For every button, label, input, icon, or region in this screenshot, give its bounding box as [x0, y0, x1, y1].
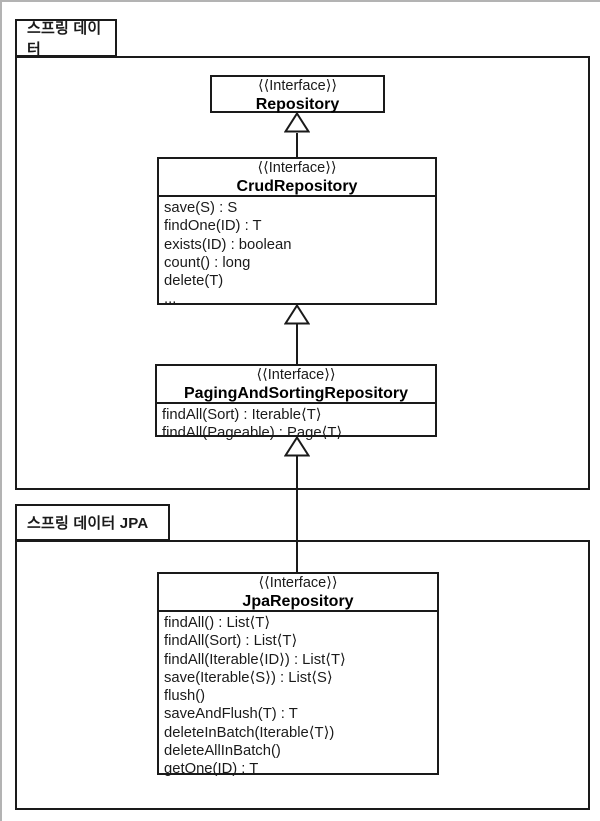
- method-item: exists(ID) : boolean: [164, 236, 292, 253]
- connector-line-jpa-to-pas: [296, 456, 298, 573]
- generalization-arrow-icon: [284, 304, 310, 325]
- method-item: findAll(Pageable) : Page⟨T⟩: [162, 425, 343, 442]
- class-header: ⟨⟨Interface⟩⟩ CrudRepository: [159, 159, 435, 197]
- class-name: CrudRepository: [236, 177, 358, 195]
- method-item: findAll() : List⟨T⟩: [164, 615, 271, 631]
- stereotype-label: ⟨⟨Interface⟩⟩: [258, 575, 338, 591]
- class-name: Repository: [255, 95, 340, 113]
- package-tab-spring-data: 스프링 데이터: [15, 19, 117, 58]
- stereotype-label: ⟨⟨Interface⟩⟩: [256, 367, 336, 383]
- method-item: findAll(Sort) : Iterable⟨T⟩: [162, 407, 322, 423]
- method-item: findAll(Sort) : List⟨T⟩: [164, 633, 298, 650]
- method-item: deleteInBatch(Iterable⟨T⟩): [164, 724, 335, 741]
- package-label-spring-data: 스프링 데이터: [27, 20, 102, 58]
- method-item: flush(): [164, 688, 206, 705]
- method-item: ...: [164, 291, 177, 308]
- method-list: findAll(Sort) : Iterable⟨T⟩ findAll(Page…: [157, 404, 435, 445]
- method-item: getOne(ID) : T: [164, 761, 259, 778]
- method-item: findAll(Iterable⟨ID⟩) : List⟨T⟩: [164, 651, 346, 668]
- package-label-spring-data-jpa: 스프링 데이터 JPA: [27, 515, 149, 532]
- connector-line-crud-to-repository: [296, 133, 298, 158]
- generalization-arrow-icon: [284, 112, 310, 133]
- class-name: PagingAndSortingRepository: [184, 384, 408, 402]
- class-name: JpaRepository: [242, 592, 354, 610]
- method-item: count() : long: [164, 254, 251, 271]
- class-box-crud-repository: ⟨⟨Interface⟩⟩ CrudRepository save(S) : S…: [157, 157, 437, 307]
- package-tab-spring-data-jpa: 스프링 데이터 JPA: [15, 504, 170, 541]
- class-box-repository: ⟨⟨Interface⟩⟩ Repository: [210, 75, 385, 113]
- method-list: findAll() : List⟨T⟩ findAll(Sort) : List…: [159, 612, 437, 781]
- class-header: ⟨⟨Interface⟩⟩ JpaRepository: [159, 574, 437, 612]
- method-item: findOne(ID) : T: [164, 218, 262, 235]
- method-item: delete(T): [164, 273, 224, 290]
- class-box-paging-and-sorting-repository: ⟨⟨Interface⟩⟩ PagingAndSortingRepository…: [155, 364, 437, 441]
- class-header: ⟨⟨Interface⟩⟩ Repository: [212, 77, 383, 113]
- stereotype-label: ⟨⟨Interface⟩⟩: [257, 160, 337, 176]
- method-list: save(S) : S findOne(ID) : T exists(ID) :…: [159, 197, 435, 311]
- stereotype-label: ⟨⟨Interface⟩⟩: [257, 78, 338, 94]
- class-box-jpa-repository: ⟨⟨Interface⟩⟩ JpaRepository findAll() : …: [157, 572, 439, 777]
- connector-line-pas-to-crud: [296, 324, 298, 365]
- method-item: deleteAllInBatch(): [164, 743, 281, 760]
- generalization-arrow-icon: [284, 436, 310, 457]
- class-header: ⟨⟨Interface⟩⟩ PagingAndSortingRepository: [157, 366, 435, 404]
- method-item: save(Iterable⟨S⟩) : List⟨S⟩: [164, 669, 333, 686]
- method-item: saveAndFlush(T) : T: [164, 706, 298, 723]
- method-item: save(S) : S: [164, 200, 238, 216]
